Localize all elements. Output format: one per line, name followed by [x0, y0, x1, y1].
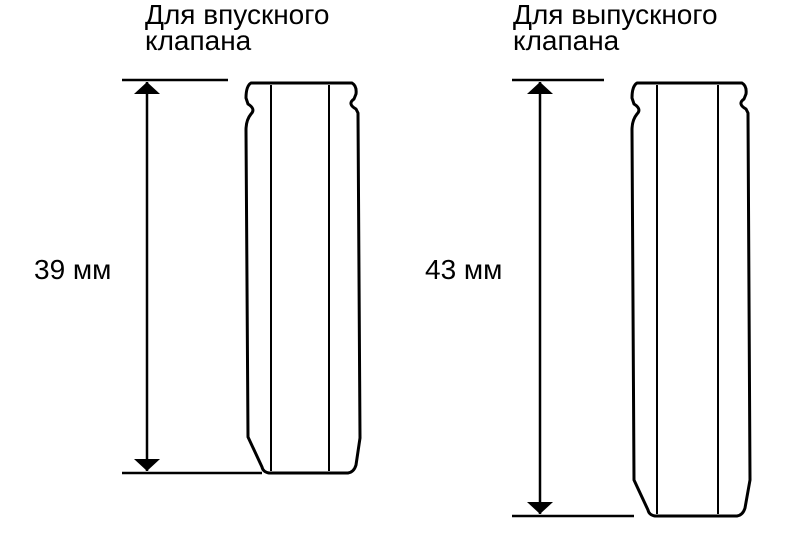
intake-valve-title: Для впускного клапана	[145, 0, 330, 56]
intake-dimension-label: 39 мм	[34, 254, 114, 285]
exhaust-dimension-label: 43 мм	[425, 254, 505, 285]
exhaust-valve-guide	[630, 81, 752, 518]
intake-valve-guide	[244, 81, 362, 475]
exhaust-title-line-1: Для выпускного	[513, 0, 718, 30]
exhaust-valve-title: Для выпускного клапана	[513, 0, 718, 56]
intake-dimension-line	[122, 78, 262, 475]
exhaust-title-line-2: клапана	[513, 25, 620, 56]
intake-title-line-1: Для впускного	[145, 0, 330, 30]
exhaust-dimension-line	[512, 78, 634, 518]
intake-title-line-2: клапана	[145, 25, 252, 56]
